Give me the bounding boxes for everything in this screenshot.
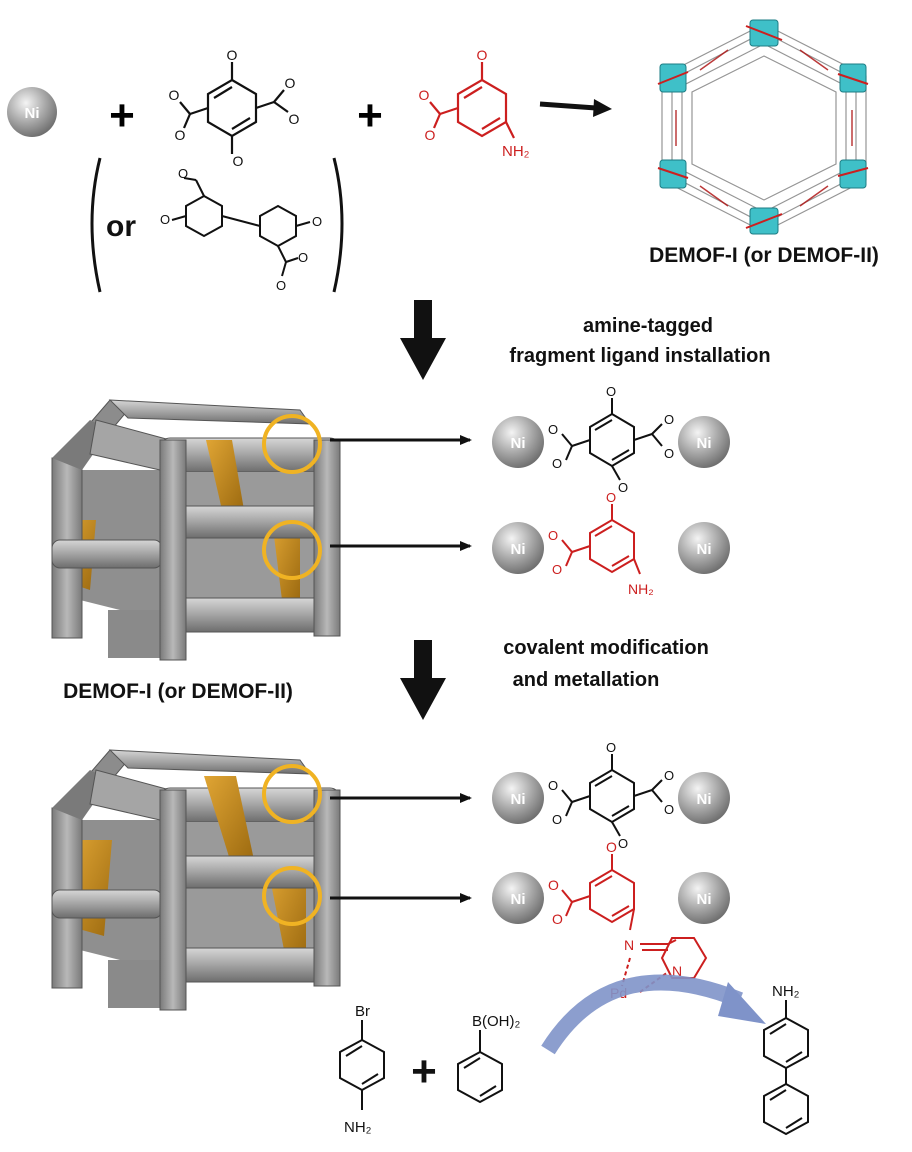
product-nh2: NH₂	[772, 983, 800, 1000]
dobdc-o-bottom: O	[233, 153, 244, 169]
bph-o-3: O	[312, 214, 322, 229]
node-nh2: NH₂	[628, 581, 654, 597]
dobdc-o-top: O	[227, 47, 238, 63]
node-o: O	[552, 456, 562, 471]
ni-label: Ni	[697, 791, 712, 808]
node-dobdc-1: Ni Ni O O O O O O	[492, 384, 730, 495]
mof-framework-image	[657, 19, 869, 235]
frag-o-left1: O	[419, 87, 430, 103]
reactant-ni-sphere: Ni	[7, 87, 57, 137]
node-o: O	[548, 778, 558, 793]
imine-n-label: N	[624, 937, 634, 953]
ni-label: Ni	[511, 541, 526, 558]
pyridine-n-label: N	[672, 963, 682, 979]
plus-sign-1: +	[109, 91, 135, 140]
catalytic-arc-arrow	[541, 974, 766, 1055]
boronic-label: B(OH)₂	[472, 1013, 520, 1030]
ni-label: Ni	[511, 891, 526, 908]
dobdc-o-left1: O	[169, 87, 180, 103]
highlight-ring-2b	[262, 866, 322, 926]
bph-o-2: O	[160, 212, 170, 227]
ni-label: Ni	[697, 891, 712, 908]
frag-nh2-label: NH₂	[502, 143, 530, 160]
step2-label-line2: and metallation	[513, 669, 660, 691]
node-o: O	[552, 911, 563, 927]
dobdc-o-left2: O	[175, 127, 186, 143]
dobdc-o-right2: O	[289, 111, 300, 127]
aminobiphenyl-product	[763, 1000, 809, 1136]
ni-label: Ni	[25, 105, 40, 122]
phenylboronic-acid	[457, 1030, 503, 1104]
node-o: O	[552, 812, 562, 827]
highlight-ring-2a	[262, 764, 322, 824]
step1-label-line1: amine-tagged	[583, 315, 713, 337]
node-o: O	[606, 490, 616, 505]
node-o: O	[548, 422, 558, 437]
dobdc-o-right1: O	[285, 75, 296, 91]
node-o: O	[548, 877, 559, 893]
node-o: O	[618, 480, 628, 495]
synthesis-arrow	[539, 101, 597, 111]
framework-cage-1	[51, 399, 341, 661]
node-o: O	[664, 446, 674, 461]
synthesis-arrow-head	[593, 99, 612, 117]
frag-o-top: O	[477, 47, 488, 63]
bromoaniline	[339, 1020, 385, 1110]
node-o: O	[618, 836, 628, 851]
framework-cage-2	[51, 749, 341, 1011]
step1-label-line2: fragment ligand installation	[509, 345, 770, 367]
bph-o-5: O	[276, 278, 286, 293]
product-label: DEMOF-I (or DEMOF-II)	[649, 244, 879, 267]
alternate-ligand-bracket	[90, 157, 344, 293]
node-pd-complex: Ni Ni O O O N N Pd	[492, 839, 730, 1001]
node-o: O	[606, 839, 617, 855]
step2-arrow	[400, 640, 446, 720]
node-o: O	[664, 412, 674, 427]
node-fragment-1: Ni Ni O O O NH₂	[492, 490, 730, 597]
dobdc-ligand	[179, 62, 289, 154]
ni-label: Ni	[511, 435, 526, 452]
plus-sign-2: +	[357, 91, 383, 140]
highlight-ring-1a	[262, 414, 322, 474]
bromoaniline-nh2: NH₂	[344, 1119, 372, 1136]
ni-label: Ni	[511, 791, 526, 808]
ni-label: Ni	[697, 541, 712, 558]
suzuki-plus: +	[411, 1047, 437, 1096]
frag-o-left2: O	[425, 127, 436, 143]
node-o: O	[606, 740, 616, 755]
node-o: O	[606, 384, 616, 399]
bph-o-4: O	[298, 250, 308, 265]
bph-o-1: O	[178, 166, 188, 181]
or-label: or	[106, 210, 136, 243]
node-o: O	[664, 802, 674, 817]
node-dobdc-2: Ni Ni O O O O O O	[492, 740, 730, 851]
framework-label: DEMOF-I (or DEMOF-II)	[63, 680, 293, 703]
ni-label: Ni	[697, 435, 712, 452]
amine-fragment-ligand	[429, 62, 515, 139]
node-o: O	[552, 562, 562, 577]
highlight-ring-1b	[262, 520, 322, 580]
step2-label-line1: covalent modification	[503, 637, 709, 659]
biphenyl-ligand	[171, 177, 311, 277]
node-o: O	[548, 528, 558, 543]
br-label: Br	[355, 1003, 370, 1020]
step1-arrow	[400, 300, 446, 380]
node-o: O	[664, 768, 674, 783]
